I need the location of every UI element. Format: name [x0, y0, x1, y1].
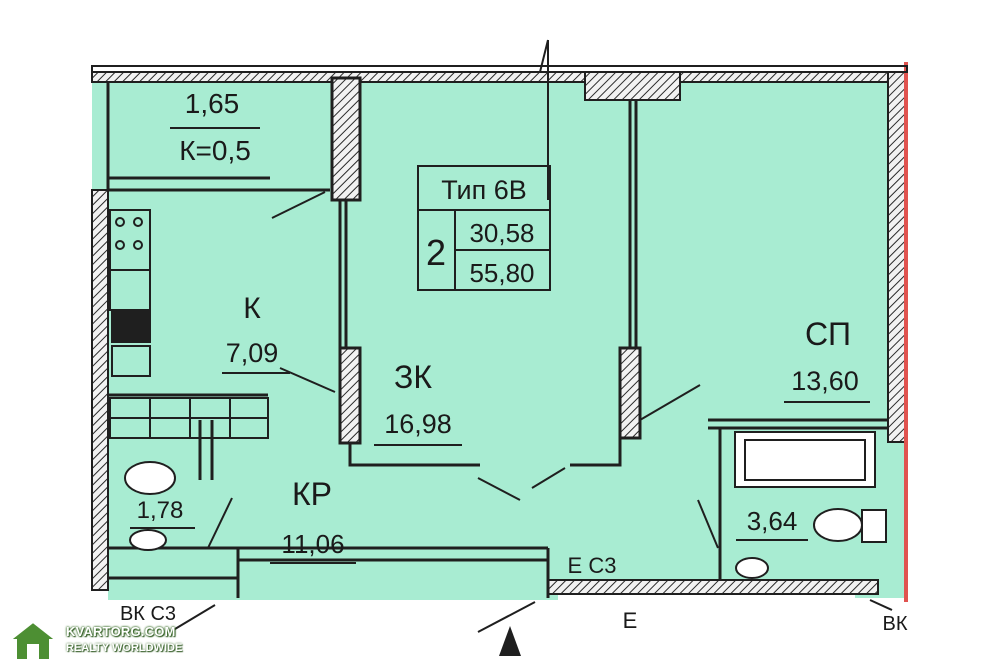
door-swings [169, 39, 893, 633]
kitchen-stove [109, 209, 151, 377]
mark-e-c3: Е С3 [568, 553, 617, 578]
bathroom-area: 3,64 [747, 506, 798, 536]
red-edge [904, 62, 908, 602]
kitchen-area: 7,09 [226, 338, 279, 368]
apartment-rooms: 2 [426, 232, 446, 273]
apartment-total-area: 55,80 [469, 258, 534, 288]
hall-area: 11,06 [281, 529, 344, 559]
watermark-title: KVARTORG.COM [66, 624, 176, 639]
bedroom-code: СП [805, 316, 851, 352]
mark-e: Е [623, 608, 638, 633]
bath-toilet [735, 508, 887, 579]
kitchen-counter [109, 397, 269, 439]
apartment-info-box [417, 165, 551, 291]
top-outline [91, 65, 908, 73]
wc-area: 1,78 [137, 497, 184, 524]
entrance-arrow-icon [499, 626, 521, 656]
house-logo-icon [8, 620, 58, 661]
kitchen-code: К [243, 292, 261, 325]
watermark-subtitle: REALTY WORLDWIDE [66, 642, 183, 654]
apartment-living-area: 30,58 [469, 218, 534, 248]
living-room-area: 16,98 [384, 409, 452, 439]
watermark: KVARTORG.COM REALTY WORLDWIDE [8, 620, 208, 664]
loggia-area: 1,65 [185, 88, 240, 119]
loggia-coef: К=0,5 [179, 135, 251, 166]
living-room-code: ЗК [394, 359, 432, 395]
hall-code: КР [292, 476, 332, 512]
apartment-type: Тип 6В [441, 175, 527, 205]
interior-walls [106, 76, 888, 598]
bottom-fill [108, 560, 558, 600]
mark-vk-c3: ВК С3 [120, 603, 176, 625]
mark-vk: ВК [883, 613, 908, 635]
wc-toilet [124, 461, 176, 551]
apartment-fill [92, 72, 905, 598]
bathtub [734, 431, 876, 488]
bedroom-area: 13,60 [791, 366, 859, 396]
